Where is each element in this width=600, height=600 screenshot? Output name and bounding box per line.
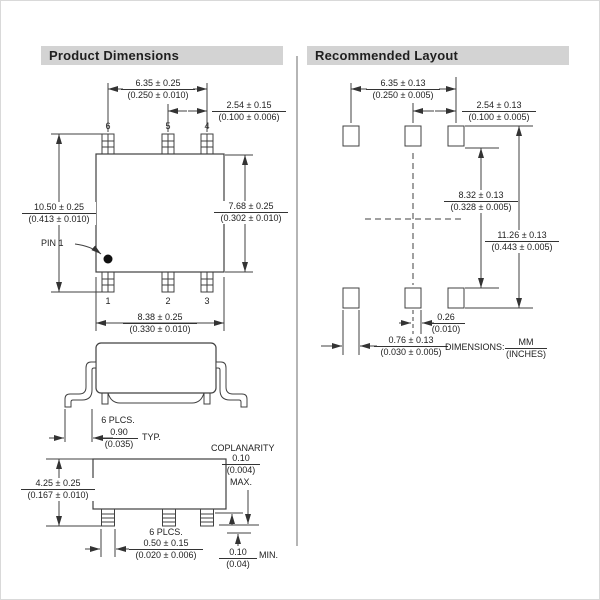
- inch-value: (0.250 ± 0.010): [127, 90, 189, 100]
- inch-value: (0.443 ± 0.005): [491, 242, 553, 252]
- mm-value: 0.50 ± 0.15: [129, 538, 203, 550]
- package-top-view: [74, 133, 225, 293]
- package-front-view: [46, 458, 259, 557]
- dim-seated-height: 4.25 ± 0.25 (0.167 ± 0.010): [21, 478, 95, 501]
- dim-lead-foot-length: 0.90 (0.035): [100, 427, 138, 450]
- mm-value: 2.54 ± 0.13: [462, 100, 536, 112]
- coplanarity-title: COPLANARITY: [211, 443, 275, 453]
- inch-value: (0.100 ± 0.006): [218, 112, 280, 122]
- inch-value: (0.010): [431, 324, 461, 334]
- lead-foot-plcs-note: 6 PLCS.: [101, 415, 135, 425]
- recommended-pad-layout: [342, 125, 465, 334]
- dim-pad-span: 6.35 ± 0.13 (0.250 ± 0.005): [366, 78, 440, 101]
- dim-pad-offset: 0.26 (0.010): [427, 312, 465, 335]
- pin1-label: PIN 1: [41, 238, 64, 248]
- inch-value: (0.250 ± 0.005): [372, 90, 434, 100]
- dim-pin-span-6-4: 6.35 ± 0.25 (0.250 ± 0.010): [121, 78, 195, 101]
- pin-number-6: 6: [105, 121, 111, 131]
- layout-dimensions: [321, 77, 533, 355]
- pin-number-1: 1: [105, 296, 111, 306]
- section-header-product-dimensions: Product Dimensions: [41, 46, 283, 65]
- mm-value: 7.68 ± 0.25: [214, 201, 288, 213]
- max-note: MAX.: [229, 477, 252, 487]
- mm-value: 11.26 ± 0.13: [485, 230, 559, 242]
- dim-lead-width: 0.50 ± 0.15 (0.020 ± 0.006): [129, 538, 203, 561]
- pin1-dot: [103, 254, 113, 264]
- pin-number-5: 5: [165, 121, 171, 131]
- inch-value: (0.330 ± 0.010): [129, 324, 191, 334]
- dim-standoff: 0.10 (0.04): [219, 547, 257, 570]
- mm-value: 8.38 ± 0.25: [123, 312, 197, 324]
- lead-width-plcs-note: 6 PLCS.: [149, 527, 183, 537]
- pin-number-4: 4: [204, 121, 210, 131]
- pin-number-3: 3: [204, 296, 210, 306]
- inch-value: (0.030 ± 0.005): [380, 347, 442, 357]
- inch-value: (0.100 ± 0.005): [468, 112, 530, 122]
- mm-value: 6.35 ± 0.25: [121, 78, 195, 90]
- mm-value: 0.10: [219, 547, 257, 559]
- dim-pad-outer-span: 11.26 ± 0.13 (0.443 ± 0.005): [485, 230, 559, 253]
- inch-value: (0.04): [226, 559, 250, 569]
- dimensions-note-label: DIMENSIONS:: [445, 342, 505, 352]
- mm-units: MM: [505, 337, 547, 349]
- min-note: MIN.: [259, 550, 278, 560]
- dim-pad-width: 0.76 ± 0.13 (0.030 ± 0.005): [374, 335, 448, 358]
- inch-value: (0.035): [104, 439, 134, 449]
- inch-value: (0.302 ± 0.010): [220, 213, 282, 223]
- mm-value: 0.90: [100, 427, 138, 439]
- dim-pin-pitch: 2.54 ± 0.15 (0.100 ± 0.006): [212, 100, 286, 123]
- mm-value: 0.10: [222, 453, 260, 465]
- package-side-view: [49, 342, 248, 442]
- inch-value: (0.004): [226, 465, 256, 475]
- mm-value: 2.54 ± 0.15: [212, 100, 286, 112]
- inch-units: (INCHES): [506, 349, 546, 359]
- pin1-leader-arrow: [74, 243, 102, 255]
- dim-coplanarity: 0.10 (0.004): [222, 453, 260, 476]
- dim-package-length: 10.50 ± 0.25 (0.413 ± 0.010): [22, 202, 96, 225]
- inch-value: (0.020 ± 0.006): [135, 550, 197, 560]
- inch-value: (0.167 ± 0.010): [27, 490, 89, 500]
- mm-value: 6.35 ± 0.13: [366, 78, 440, 90]
- inch-value: (0.413 ± 0.010): [28, 214, 90, 224]
- mm-value: 10.50 ± 0.25: [22, 202, 96, 214]
- typ-note: TYP.: [142, 432, 161, 442]
- mm-value: 0.26: [427, 312, 465, 324]
- pin-number-2: 2: [165, 296, 171, 306]
- mm-value: 0.76 ± 0.13: [374, 335, 448, 347]
- dim-pad-pitch: 2.54 ± 0.13 (0.100 ± 0.005): [462, 100, 536, 123]
- mm-value: 8.32 ± 0.13: [444, 190, 518, 202]
- section-header-recommended-layout: Recommended Layout: [307, 46, 569, 65]
- inch-value: (0.328 ± 0.005): [450, 202, 512, 212]
- mm-value: 4.25 ± 0.25: [21, 478, 95, 490]
- dimensions-units-fraction: MM (INCHES): [505, 337, 547, 360]
- dim-body-width: 8.38 ± 0.25 (0.330 ± 0.010): [123, 312, 197, 335]
- dim-body-height: 7.68 ± 0.25 (0.302 ± 0.010): [214, 201, 288, 224]
- dim-pad-row-gap: 8.32 ± 0.13 (0.328 ± 0.005): [444, 190, 518, 213]
